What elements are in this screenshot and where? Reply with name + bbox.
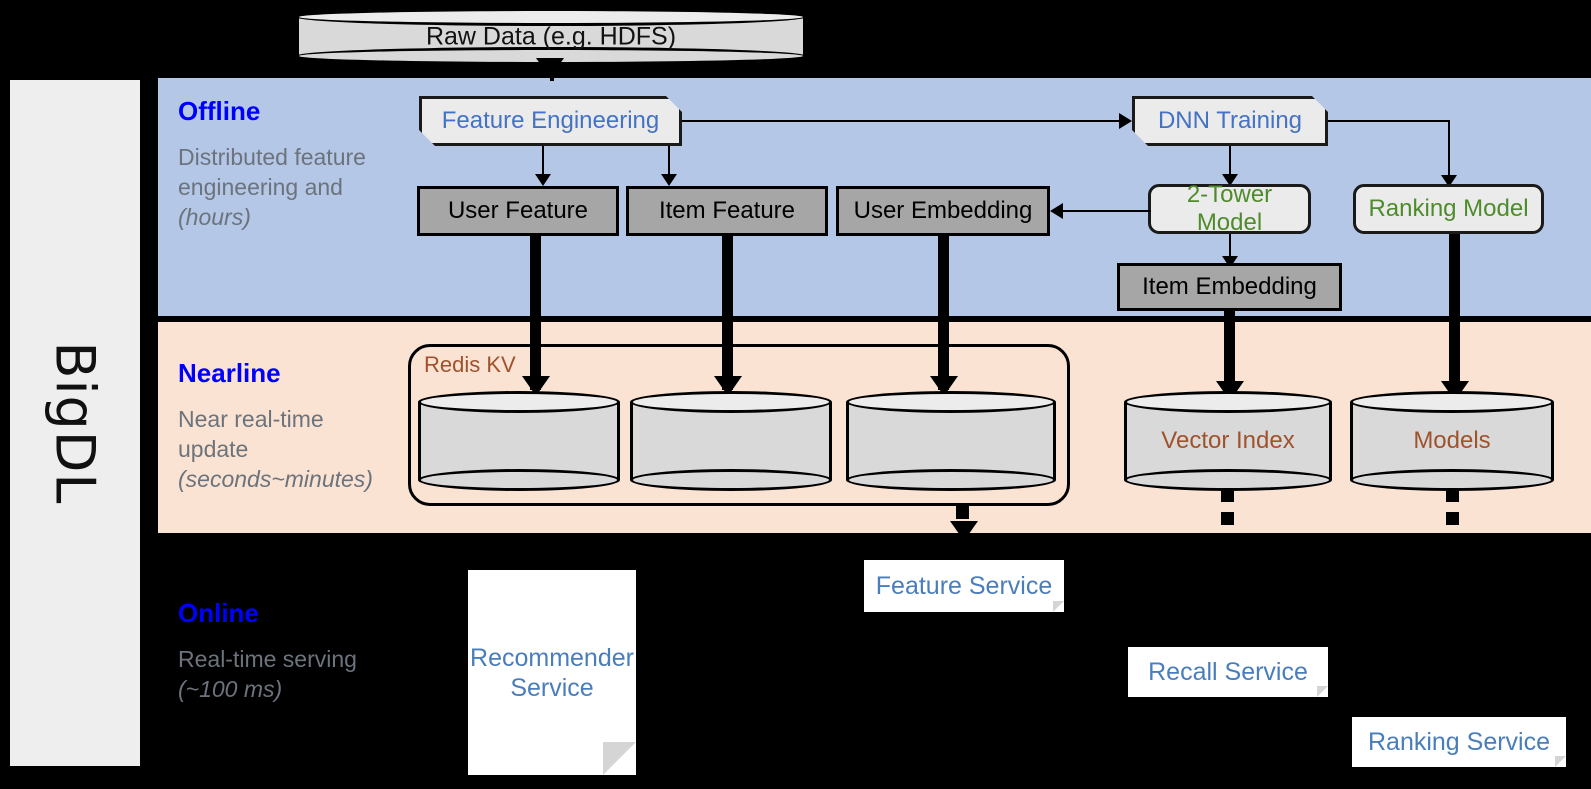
cylinder-body [1350,402,1554,480]
page-fold-icon [1317,686,1328,697]
two-tower-model-label: 2-Tower Model [1186,181,1273,236]
recommender-service-node[interactable]: Recommender Service [468,570,636,775]
ranking-service-label: Ranking Service [1367,728,1551,756]
nearline-description: Near real-time update (seconds~minutes) [178,404,398,494]
dnn-training-node[interactable]: DNN Training [1132,96,1328,146]
cylinder-top [846,391,1056,413]
dash-models-ranking-2 [1446,512,1459,525]
page-fold-icon [603,742,636,775]
connector-fe-itemfeature [668,146,670,178]
recommender-service-label: Recommender Service [470,643,634,702]
connector-fe-dnn [682,120,1122,122]
item-feature-label: Item Feature [658,197,796,224]
raw-data-label: Raw Data (e.g. HDFS) [425,22,677,50]
models-store[interactable]: Models [1350,391,1554,491]
models-label: Models [1413,427,1491,454]
feature-engineering-label: Feature Engineering [441,107,660,134]
arrow-twotower-userembedding [1050,203,1063,219]
cylinder-body [418,402,620,480]
redis-store-user-embedding[interactable] [846,391,1056,491]
dnn-training-label: DNN Training [1157,107,1303,134]
connector-twotower-itemembedding [1229,234,1231,262]
cylinder-top [296,8,806,26]
online-description-text: Real-time serving [178,646,357,672]
offline-description-text: Distributed feature engineering and [178,144,366,200]
pipe-itemfeature-redis [722,236,733,390]
connector-fe-userfeature [542,146,544,178]
item-embedding-node[interactable]: Item Embedding [1117,263,1342,311]
connector-dnn-ranking-h [1328,120,1450,122]
offline-description: Distributed feature engineering and (hou… [178,142,398,232]
nearline-description-text: Near real-time update [178,406,324,462]
vector-index-label: Vector Index [1161,427,1295,454]
ranking-model-node[interactable]: Ranking Model [1353,184,1544,234]
arrow-fe-dnn [1119,113,1132,129]
online-title: Online [178,598,259,628]
arrow-redis-featureservice [950,521,978,541]
recall-service-label: Recall Service [1148,658,1308,686]
dash-models-ranking-1 [1446,489,1459,502]
connector-dnn-ranking-v [1448,120,1450,178]
cylinder-bottom [846,469,1056,491]
bigdl-framework-rail: BigDL [6,76,144,770]
redis-kv-label: Redis KV [424,352,516,377]
user-feature-node[interactable]: User Feature [417,186,619,236]
arrow-fe-userfeature [535,174,551,186]
pipe-userfeature-redis [530,236,541,390]
cylinder-body [630,402,832,480]
offline-timing: (hours) [178,204,251,230]
ranking-model-label: Ranking Model [1368,195,1529,222]
recall-service-node[interactable]: Recall Service [1128,647,1328,697]
offline-title: Offline [178,96,261,126]
cylinder-bottom [1124,469,1332,491]
cylinder-body [846,402,1056,480]
page-fold-icon [1555,756,1566,767]
arrow-fe-itemfeature [661,174,677,186]
connector-dnn-twotower [1229,146,1231,178]
nearline-timing: (seconds~minutes) [178,466,373,492]
user-embedding-node[interactable]: User Embedding [836,186,1050,236]
online-description: Real-time serving (~100 ms) [178,644,398,704]
page-fold-icon [1053,601,1064,612]
cylinder-bottom [1350,469,1554,491]
redis-kv-group [408,344,1070,506]
two-tower-model-node[interactable]: 2-Tower Model [1148,181,1311,236]
redis-store-user-feature[interactable] [418,391,620,491]
cylinder-body [1124,402,1332,480]
dash-redis-featureservice-1 [956,506,969,519]
arrow-rawdata-fe [536,58,564,78]
cylinder-bottom [418,469,620,491]
pipe-itemembedding-vectorindex [1224,311,1235,395]
user-feature-label: User Feature [447,197,589,224]
feature-engineering-node[interactable]: Feature Engineering [419,96,682,146]
ranking-service-node[interactable]: Ranking Service [1352,717,1566,767]
bigdl-label: BigDL [43,341,107,505]
item-feature-node[interactable]: Item Feature [626,186,828,236]
cylinder-top [1124,391,1332,413]
feature-service-node[interactable]: Feature Service [864,560,1064,612]
online-timing: (~100 ms) [178,676,283,702]
cylinder-top [418,391,620,413]
pipe-rankingmodel-models [1449,234,1460,395]
arrow-dnn-twotower [1222,174,1238,186]
dash-vectorindex-recall-2 [1221,512,1234,525]
vector-index-store[interactable]: Vector Index [1124,391,1332,491]
raw-data-store: Raw Data (e.g. HDFS) [296,8,806,65]
redis-store-item-feature[interactable] [630,391,832,491]
pipe-userembedding-redis [938,236,949,390]
user-embedding-label: User Embedding [853,197,1033,224]
connector-twotower-userembedding [1063,210,1151,212]
cylinder-top [630,391,832,413]
nearline-title: Nearline [178,358,281,388]
item-embedding-label: Item Embedding [1142,273,1317,300]
feature-service-label: Feature Service [875,572,1053,600]
cylinder-bottom [630,469,832,491]
dash-vectorindex-recall-1 [1221,489,1234,502]
cylinder-top [1350,391,1554,413]
